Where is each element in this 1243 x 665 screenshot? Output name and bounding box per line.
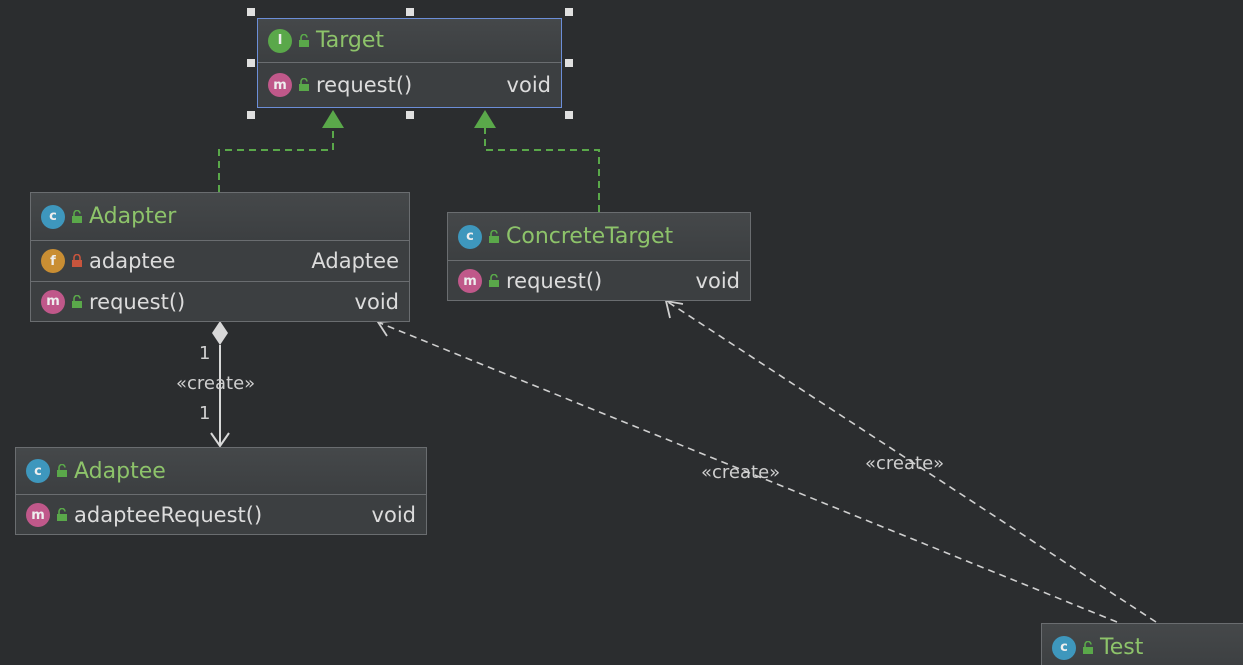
class-icon: c [41,204,65,229]
public-lock-icon [1083,640,1093,654]
method-name: adapteeRequest() [74,503,263,527]
method-return-type: void [354,289,399,314]
field-name: adaptee [89,249,176,273]
composition-diamond [212,321,228,345]
selection-handle[interactable] [247,59,255,67]
adapter-class-name: Adapter [89,204,177,229]
dependency-arrowhead-concretetarget [664,299,684,319]
public-lock-icon [299,78,309,91]
private-lock-icon [72,254,82,267]
selection-handle[interactable] [565,59,573,67]
realization-concretetarget-target [484,128,600,212]
composition-source-multiplicity: 1 [199,343,211,364]
method-name: request() [89,289,186,314]
dependency-test-concretetarget [667,301,1157,623]
public-lock-icon [57,464,67,477]
adapter-method-row[interactable]: m request() void [31,281,409,321]
adaptee-method-row[interactable]: m adapteeRequest() void [16,495,426,535]
method-icon: m [26,503,50,527]
adapter-header[interactable]: c Adapter [31,193,409,241]
target-class-name: Target [316,28,385,53]
class-icon: c [458,224,482,249]
target-interface-node[interactable]: I Target m request() void [257,18,562,108]
target-method-row[interactable]: m request() void [258,63,561,107]
concretetarget-class-node[interactable]: c ConcreteTarget m request() void [447,212,751,301]
method-icon: m [268,73,292,97]
method-return-type: void [371,503,416,527]
test-adapter-create-label: «create» [701,462,781,483]
method-icon: m [458,269,482,293]
public-lock-icon [72,209,82,223]
method-return-type: void [506,73,551,97]
selection-handle[interactable] [406,111,414,119]
composition-arrowhead [210,432,230,448]
selection-handle[interactable] [565,111,573,119]
public-lock-icon [72,294,82,308]
test-concretetarget-create-label: «create» [865,453,945,474]
adaptee-class-node[interactable]: c Adaptee m adapteeRequest() void [15,447,427,535]
selection-handle[interactable] [565,8,573,16]
realization-adapter-target [218,128,334,192]
method-return-type: void [695,269,740,293]
realization-arrowhead-concretetarget [474,110,496,128]
selection-handle[interactable] [247,111,255,119]
composition-target-multiplicity: 1 [199,403,211,424]
public-lock-icon [57,508,67,521]
adapter-field-row[interactable]: f adaptee Adaptee [31,241,409,281]
concretetarget-header[interactable]: c ConcreteTarget [448,213,750,261]
target-header[interactable]: I Target [258,19,561,63]
runnable-class-icon: c [1052,635,1076,660]
selection-handle[interactable] [406,8,414,16]
test-class-name: Test [1100,635,1144,660]
public-lock-icon [299,33,309,47]
public-lock-icon [489,229,499,243]
test-class-node[interactable]: c Test [1041,623,1243,665]
dependency-test-adapter [379,322,1118,623]
realization-arrowhead-adapter [322,110,344,128]
composition-create-label: «create» [176,373,256,394]
field-icon: f [41,249,65,273]
adaptee-class-name: Adaptee [74,458,166,484]
interface-icon: I [268,28,292,53]
class-icon: c [26,459,50,483]
adapter-class-node[interactable]: c Adapter f adaptee Adaptee m request() … [30,192,410,322]
test-header[interactable]: c Test [1042,624,1243,665]
public-lock-icon [489,274,499,287]
selection-handle[interactable] [247,8,255,16]
adaptee-header[interactable]: c Adaptee [16,448,426,495]
method-name: request() [506,269,603,293]
method-icon: m [41,289,65,314]
method-name: request() [316,73,413,97]
concretetarget-method-row[interactable]: m request() void [448,261,750,301]
concretetarget-class-name: ConcreteTarget [506,224,674,249]
field-type: Adaptee [311,249,399,273]
